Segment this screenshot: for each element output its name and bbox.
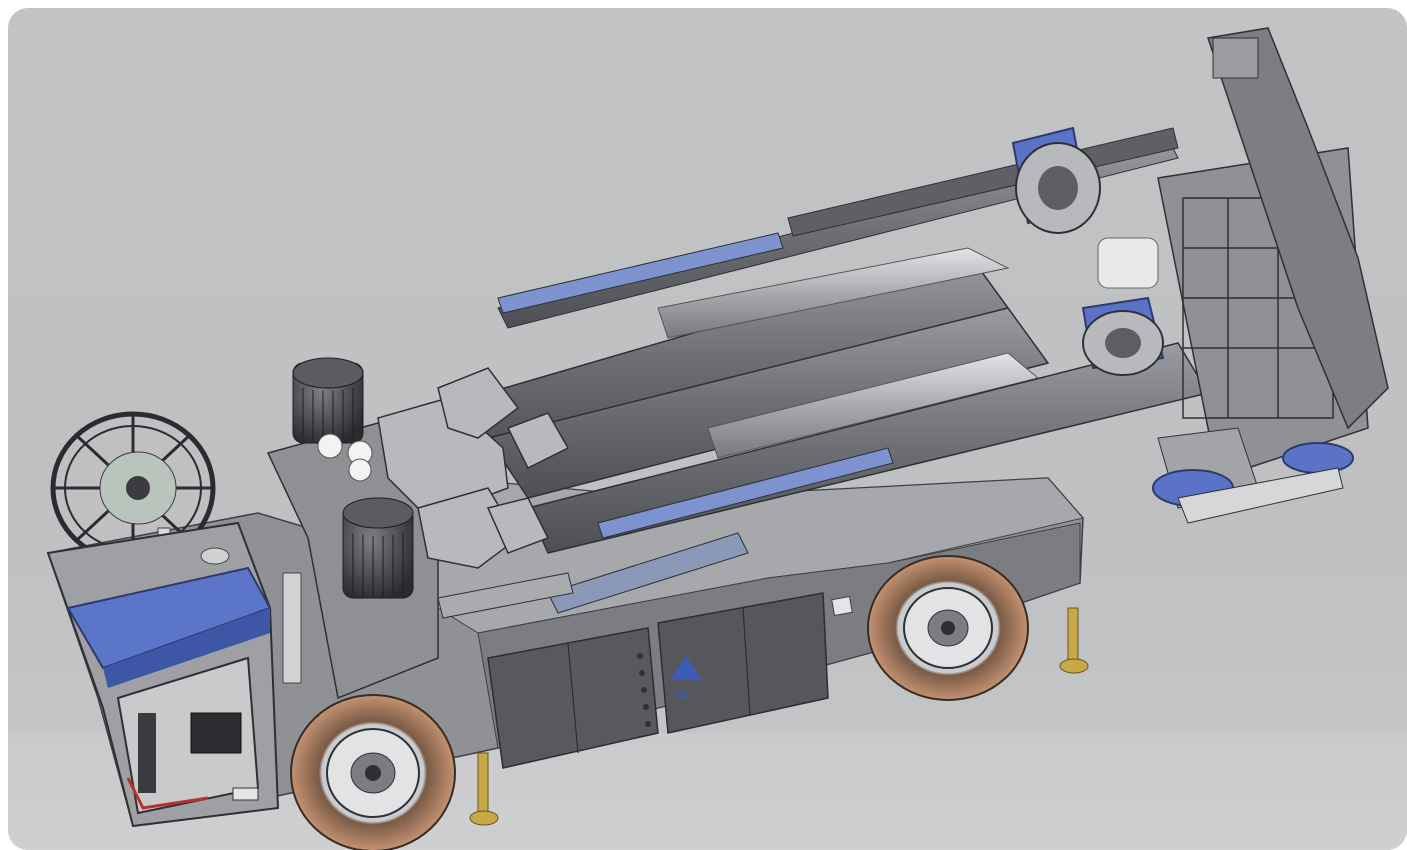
- stabilizer-jacks: [469, 607, 1089, 826]
- front-wheel: [867, 555, 1029, 701]
- brand-logo-text: SL: [676, 689, 690, 701]
- boom-rotators: [1011, 126, 1165, 376]
- viewport: SL: [8, 8, 1407, 850]
- power-pack: [266, 357, 439, 700]
- operator-cabin: [46, 521, 280, 828]
- brand-logo: SL: [670, 656, 702, 701]
- lift-cylinder: [437, 532, 749, 619]
- boom-main-b: [486, 307, 1050, 499]
- machine-render: SL: [46, 27, 1389, 850]
- drill-head: [1152, 27, 1389, 524]
- boom-base-brackets: [377, 367, 570, 569]
- rear-wheel: [290, 694, 456, 850]
